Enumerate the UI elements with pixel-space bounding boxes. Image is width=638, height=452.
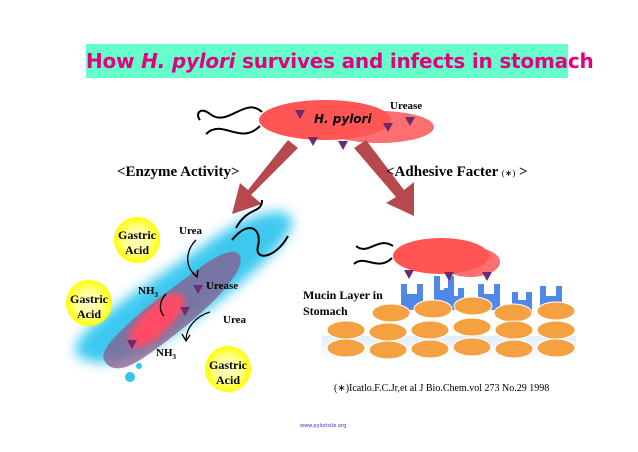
epithelial-cell	[536, 320, 576, 340]
epithelial-cell	[493, 303, 533, 323]
gastric-acid-label: Gastric Acid	[70, 292, 108, 321]
gastric-acid-circle	[205, 346, 251, 392]
adhesin-marker-icon	[383, 123, 393, 132]
gastric-acid-circle	[114, 217, 160, 263]
adhesin-marker-icon	[127, 340, 137, 349]
reaction-arrow-icon	[159, 293, 167, 317]
flagellum-icon	[355, 242, 394, 250]
gastric-acid-label: Gastric Acid	[209, 358, 247, 387]
bacterium-body	[259, 100, 391, 140]
branch-arrows	[232, 140, 414, 216]
flagellum-icon	[197, 106, 263, 121]
bubble	[136, 363, 142, 369]
adhesin-marker-icon	[295, 110, 305, 119]
reaction-arrow-icon	[185, 311, 211, 341]
citation: (∗)Icatlo.F.C.Jr,et al J Bio.Chem.vol 27…	[334, 383, 550, 394]
adhesive-factor-heading: <Adhesive Facter (∗) >	[386, 164, 528, 180]
asterisk-note: (∗)	[501, 168, 516, 178]
reaction-arrowhead-icon	[181, 333, 191, 343]
epithelial-cell	[326, 338, 366, 358]
title-banner: How H. pylori survives and infects in st…	[86, 44, 594, 78]
urea-label: Urea	[223, 314, 247, 326]
gastric-acid-label: Gastric Acid	[118, 228, 156, 257]
epithelial-cell	[413, 299, 453, 319]
bacterium-body-right	[393, 238, 489, 274]
urease-label-top: Urease	[390, 100, 423, 112]
epithelial-cell	[410, 320, 450, 340]
page-title: How H. pylori survives and infects in st…	[86, 49, 594, 73]
adhesin-marker-icon	[308, 137, 318, 146]
ammonia-label: NH3	[156, 347, 176, 362]
adhesin-marker-icon	[338, 141, 348, 150]
epithelial-cells	[326, 296, 576, 360]
enzyme-activity-heading: <Enzyme Activity>	[117, 164, 240, 180]
urease-label: Urease	[206, 280, 239, 292]
left-arrow-icon	[232, 140, 298, 214]
reaction-arrowhead-icon	[191, 269, 199, 279]
epithelial-cell	[536, 301, 576, 321]
urea-label: Urea	[179, 225, 203, 237]
footer-link[interactable]: www.pylorisite.org	[300, 423, 347, 429]
gastric-acid-circle	[66, 280, 112, 326]
flagellum-icon	[235, 199, 263, 229]
adhesin-marker-icon	[405, 117, 415, 126]
epithelial-cell	[368, 340, 408, 360]
epithelial-cell	[536, 338, 576, 358]
right-arrow-icon	[354, 140, 414, 216]
bacterium-label: H. pylori	[314, 112, 372, 126]
enzyme-scene	[75, 199, 293, 382]
epithelial-cell	[368, 322, 408, 342]
gastric-acid-group	[66, 217, 251, 392]
ammonia-label: NH3	[138, 285, 158, 300]
adhesin-marker-icon	[444, 272, 454, 281]
epithelial-cell	[494, 339, 534, 359]
adhesin-marker-icon	[404, 270, 414, 279]
epithelial-cell	[452, 337, 492, 357]
adhesin-marker-icon	[482, 272, 492, 281]
epithelial-cell	[410, 339, 450, 359]
adhesin-marker-icon	[193, 285, 203, 294]
epithelial-cell	[371, 303, 411, 323]
urease-core	[128, 293, 185, 348]
mucin-layer-label: Mucin Layer in Stomach	[303, 288, 383, 318]
epithelial-cell	[326, 320, 366, 340]
flagellum-icon	[353, 257, 393, 265]
bubble	[125, 372, 135, 382]
mucin-scene	[322, 238, 576, 360]
flagellum-icon	[205, 125, 261, 135]
adhesin-marker-icon	[180, 307, 190, 316]
epithelial-cell	[452, 317, 492, 337]
epithelial-cell	[494, 320, 534, 340]
flagellum-icon	[231, 227, 289, 257]
epithelial-cell	[453, 296, 493, 316]
